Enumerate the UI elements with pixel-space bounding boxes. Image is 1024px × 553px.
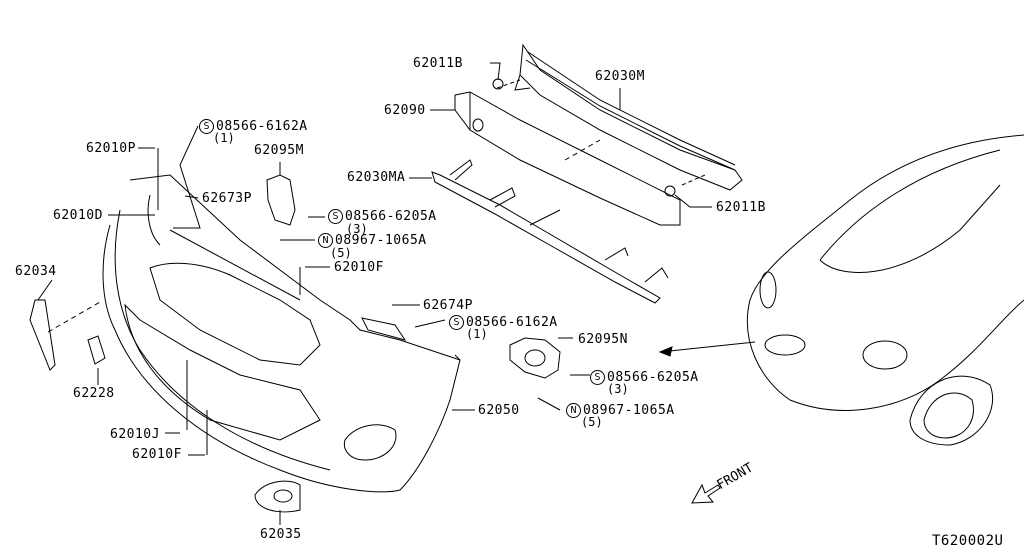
label-08566-6205A-upper: 08566-6205A xyxy=(345,209,437,224)
label-62228: 62228 xyxy=(73,386,115,401)
label-62035: 62035 xyxy=(260,527,302,542)
diagram-id: T620002U xyxy=(932,533,1004,549)
label-62010F-bottom: 62010F xyxy=(132,447,182,462)
cap-62228 xyxy=(87,335,106,365)
label-62095M: 62095M xyxy=(254,143,304,158)
leader-lines xyxy=(37,62,712,525)
s-badge-icon: S xyxy=(590,370,605,385)
n-badge-icon: N xyxy=(318,233,333,248)
qty-08566-6162A-lower: (1) xyxy=(466,327,488,341)
side-bracket-62034 xyxy=(29,299,56,371)
cover-62674P xyxy=(361,317,407,341)
s-badge-icon: S xyxy=(449,315,464,330)
guide-line xyxy=(47,301,101,333)
vehicle-outline xyxy=(746,134,1024,446)
label-62011B-top: 62011B xyxy=(413,56,463,71)
label-62030MA: 62030MA xyxy=(347,170,406,185)
qty-08566-6205A-upper: (3) xyxy=(346,222,368,236)
n-badge-icon: N xyxy=(566,403,581,418)
label-62030M: 62030M xyxy=(595,69,645,84)
s-badge-icon: S xyxy=(328,209,343,224)
label-62090: 62090 xyxy=(384,103,426,118)
bumper-fascia-62050 xyxy=(102,174,461,493)
fog-lamp-cover-62035 xyxy=(254,480,301,513)
label-62673P: 62673P xyxy=(202,191,252,206)
label-62674P: 62674P xyxy=(423,298,473,313)
bracket-62095M xyxy=(266,174,296,226)
label-08967-1065A-lower: 08967-1065A xyxy=(583,403,675,418)
bracket-62095N xyxy=(509,337,561,379)
front-arrow-icon xyxy=(691,483,721,504)
label-08566-6162A-upper: 08566-6162A xyxy=(216,119,308,134)
label-62034: 62034 xyxy=(15,264,57,279)
label-62095N: 62095N xyxy=(578,332,628,347)
qty-08566-6205A-lower: (3) xyxy=(607,382,629,396)
label-08967-1065A-upper: 08967-1065A xyxy=(335,233,427,248)
label-62010D: 62010D xyxy=(53,208,103,223)
guide-line xyxy=(564,139,601,161)
qty-08566-6162A-upper: (1) xyxy=(213,131,235,145)
label-62010F-top: 62010F xyxy=(334,260,384,275)
label-62010P: 62010P xyxy=(86,141,136,156)
reinforcement-62030M xyxy=(514,43,743,191)
location-arrow-head xyxy=(658,346,673,357)
label-08566-6205A-lower: 08566-6205A xyxy=(607,370,699,385)
nut-62011B-bottom xyxy=(664,185,676,197)
label-08566-6162A-lower: 08566-6162A xyxy=(466,315,558,330)
label-62050: 62050 xyxy=(478,403,520,418)
label-62010J: 62010J xyxy=(110,427,160,442)
location-arrow xyxy=(659,341,756,353)
energy-absorber-62090 xyxy=(454,91,681,226)
guide-line xyxy=(681,174,706,186)
label-62011B-bottom: 62011B xyxy=(716,200,766,215)
qty-08967-1065A-lower: (5) xyxy=(581,415,603,429)
s-badge-icon: S xyxy=(199,119,214,134)
lower-member-62030MA xyxy=(431,159,669,304)
qty-08967-1065A-upper: (5) xyxy=(330,246,352,260)
